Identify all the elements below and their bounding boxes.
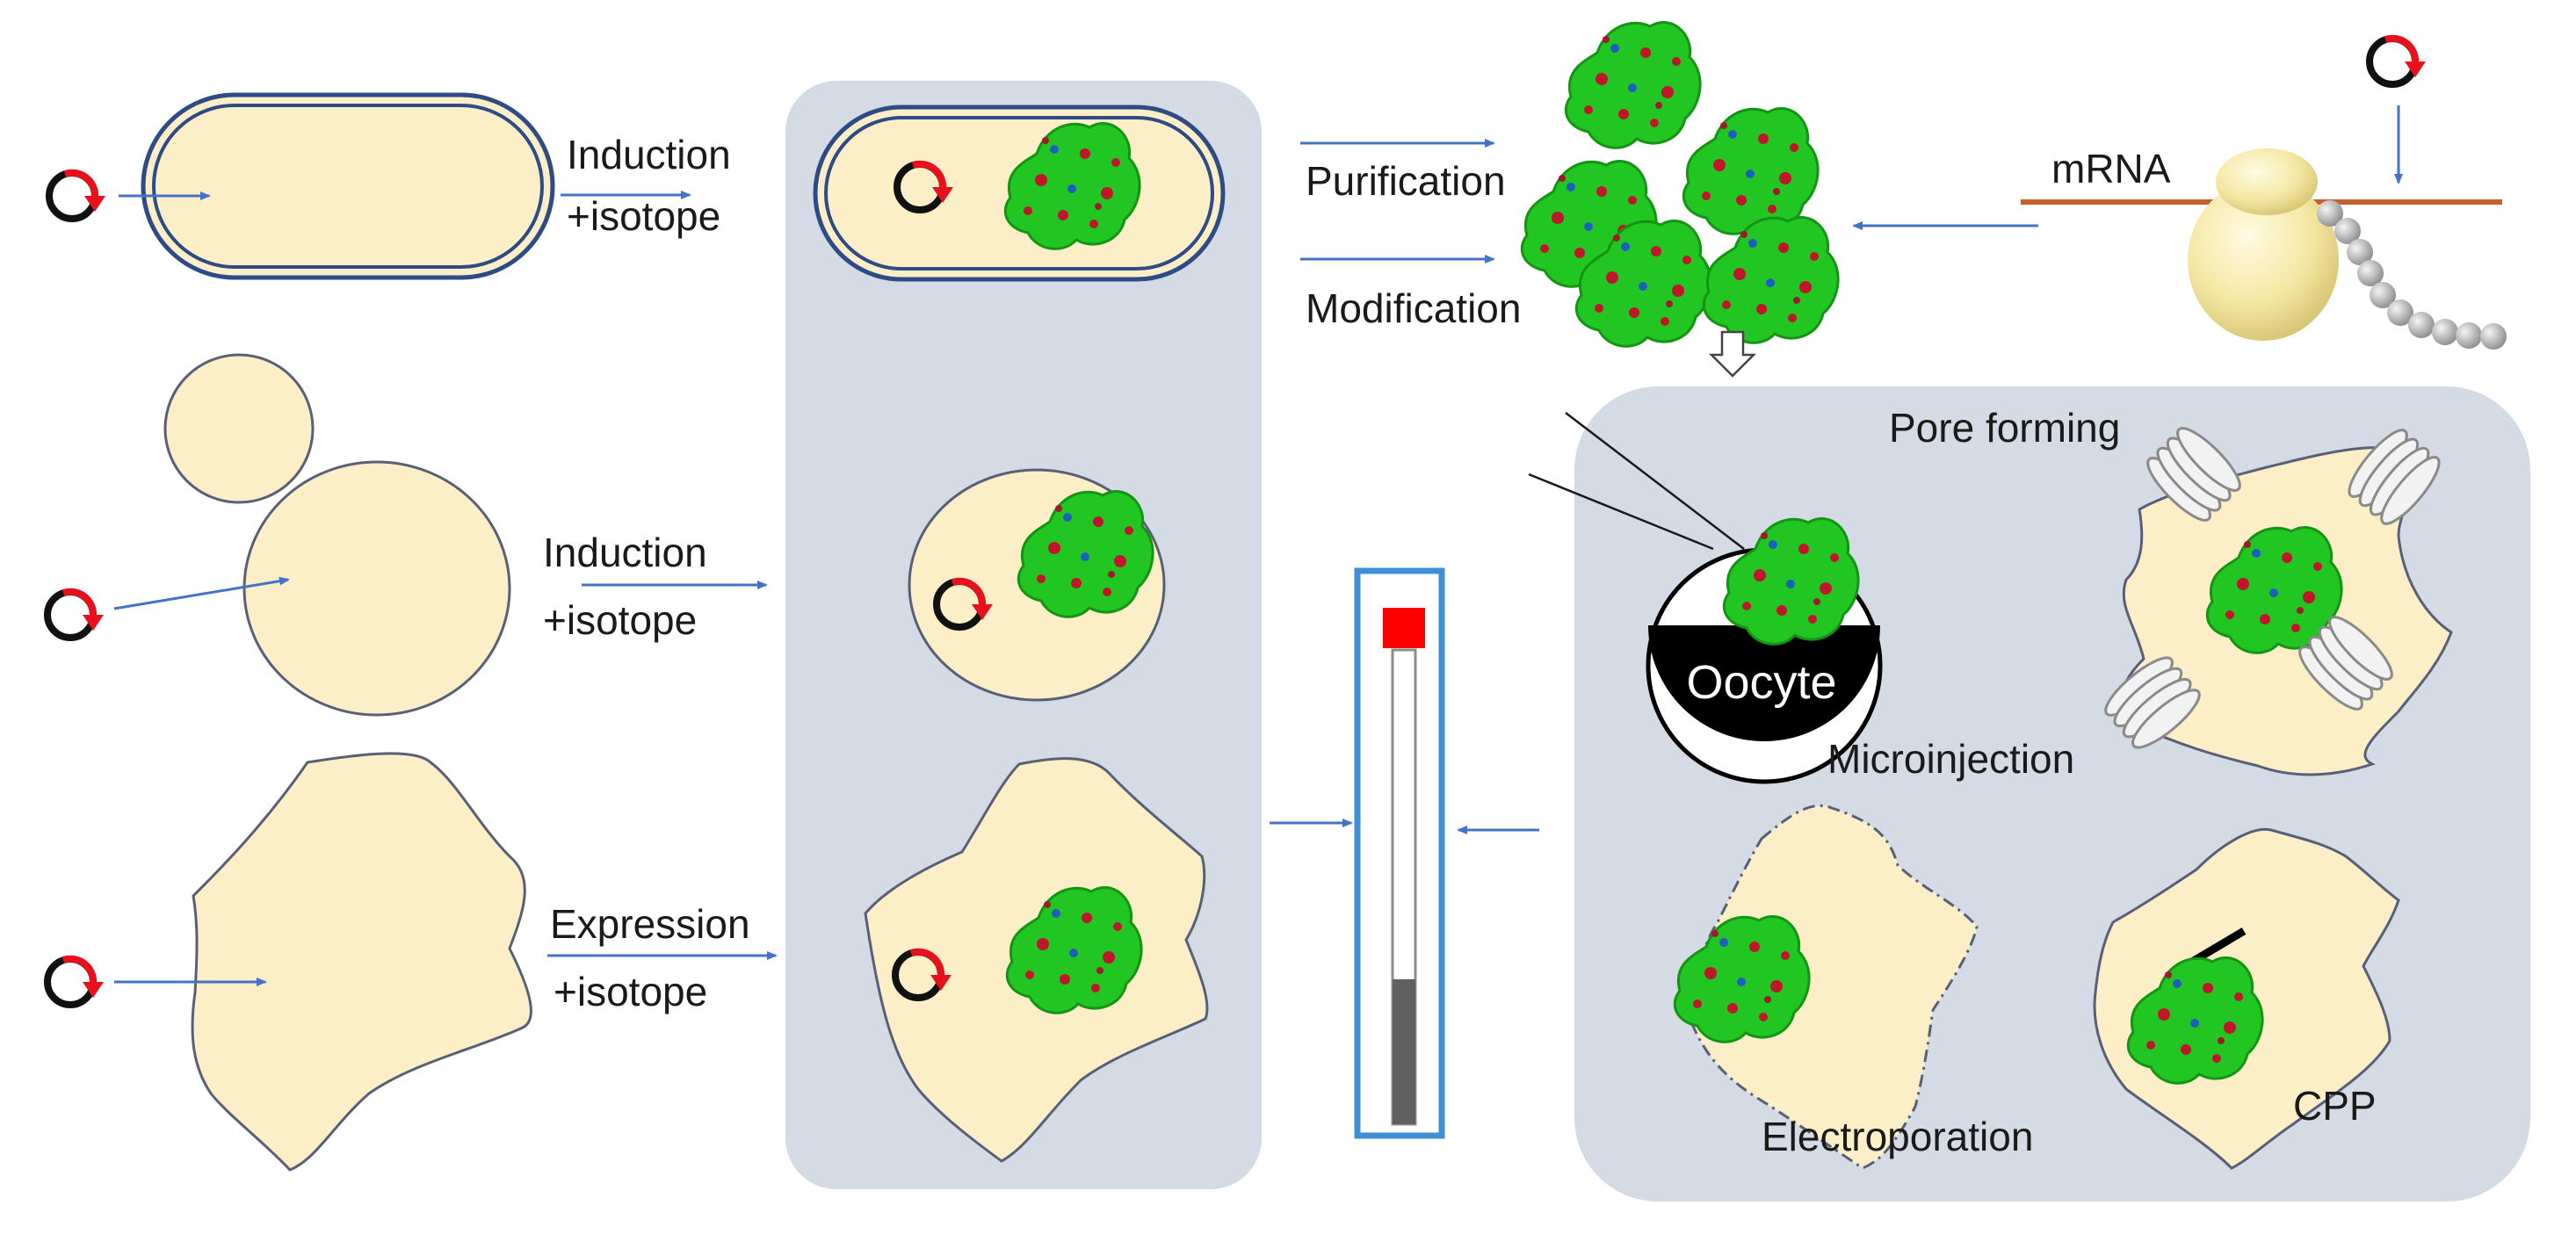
protein-icon [1702,215,1840,344]
expressing-yeast [908,468,1166,702]
isotope-label: +isotope [567,193,720,239]
purification-label: Purification [1306,158,1506,204]
cell-free-translation: mRNA [1852,39,2507,350]
plasmid-icon [47,959,104,1005]
mammalian-row: Expression +isotope [47,752,778,1172]
pore-forming-label: Pore forming [1889,405,2120,451]
hollow-down-arrow [1708,330,1757,378]
isotope-label: +isotope [554,969,707,1014]
microinjection-label: Microinjection [1827,736,2074,782]
mrna-label: mRNA [2051,146,2171,191]
yeast-row: Induction +isotope [47,353,768,717]
electroporation-group: Electroporation [1673,804,2033,1170]
induction-label: Induction [567,132,731,177]
plasmid-icon [2370,39,2426,84]
modification-label: Modification [1306,285,1521,331]
expression-label: Expression [550,901,750,947]
ribosome-icon [2188,148,2339,341]
bacteria-row: Induction +isotope [49,92,731,280]
expressing-mammalian-cell [864,757,1209,1163]
oocyte-label: Oocyte [1686,656,1836,709]
microinjection-group: Oocyte Microinjection [1528,412,2074,784]
isotope-label: +isotope [543,597,697,643]
arrow [113,576,290,610]
mammalian-cell [191,752,532,1172]
protein-icon [1682,106,1820,235]
plasmid-icon [49,173,105,219]
nmr-tube-icon [1270,567,1539,1139]
bacterium-cell [141,92,555,280]
yeast-cell [242,460,511,717]
cpp-group: CPP [2093,827,2400,1170]
induction-label: Induction [543,530,707,575]
micropipette [1565,412,1745,550]
protein-icon [1564,20,1702,149]
expressing-bacterium [813,105,1226,282]
in-vitro-processing: Purification Modification [1300,20,1840,378]
plasmid-icon [47,592,104,638]
peptide-chain [2317,200,2507,350]
electroporation-label: Electroporation [1762,1114,2033,1159]
cpp-label: CPP [2293,1083,2377,1129]
pore-forming-group: Pore forming [1889,405,2453,776]
yeast-bud [163,353,315,504]
